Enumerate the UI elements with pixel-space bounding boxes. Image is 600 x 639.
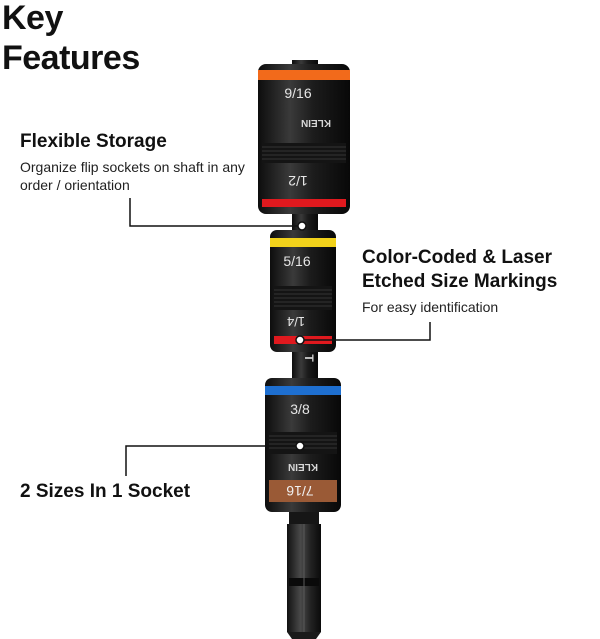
socket-1-bottom-size: 1/2 xyxy=(288,173,308,189)
socket-2-top-band xyxy=(270,238,336,247)
socket-1-brand: KLEIN xyxy=(301,117,331,128)
socket-3-top-band xyxy=(265,386,341,395)
page-title-line-1: Key xyxy=(2,0,63,37)
callout-line-flexible-storage xyxy=(129,198,302,227)
socket-5-16-1-4: 5/16 1/4 xyxy=(270,230,336,352)
socket-3-top-size: 3/8 xyxy=(290,401,310,417)
callout-dot-color-coded xyxy=(295,335,305,345)
socket-9-16-1-2: 9/16 KLEIN 1/2 xyxy=(258,64,350,214)
socket-1-top-band xyxy=(258,70,350,80)
page-title: Key Features xyxy=(2,0,140,78)
feature-color-coded-title-line-1: Color-Coded & Laser xyxy=(362,247,553,268)
feature-flexible-storage-description: Organize flip sockets on shaft in any or… xyxy=(20,159,245,193)
feature-color-coded-description: For easy identification xyxy=(362,299,499,315)
socket-3-brand: KLEIN xyxy=(288,461,318,472)
callout-line-color-coded xyxy=(302,322,431,341)
socket-3-bottom-size: 7/16 xyxy=(286,483,313,499)
feature-color-coded-title-line-2: Etched Size Markings xyxy=(362,271,558,292)
feature-flexible-storage-title: Flexible Storage xyxy=(20,131,167,152)
socket-1-body xyxy=(258,64,350,214)
callout-dot-flexible-storage xyxy=(297,221,307,231)
socket-1-knurl xyxy=(262,143,346,163)
socket-3-bottom-band xyxy=(269,480,337,502)
feature-color-coded-title: Color-Coded & Laser Etched Size Markings xyxy=(362,246,557,294)
socket-2-top-size: 5/16 xyxy=(283,253,310,269)
callout-lines xyxy=(125,198,431,476)
feature-two-sizes-title: 2 Sizes In 1 Socket xyxy=(20,481,191,502)
socket-2-bottom-size: 1/4 xyxy=(287,314,305,329)
socket-1-top-size: 9/16 xyxy=(284,85,311,101)
hex-shank xyxy=(287,512,321,639)
callout-dot-two-sizes xyxy=(295,441,305,451)
page-title-line-2: Features xyxy=(2,39,140,77)
socket-1-bottom-band xyxy=(262,199,346,207)
callout-line-two-sizes xyxy=(125,445,300,476)
